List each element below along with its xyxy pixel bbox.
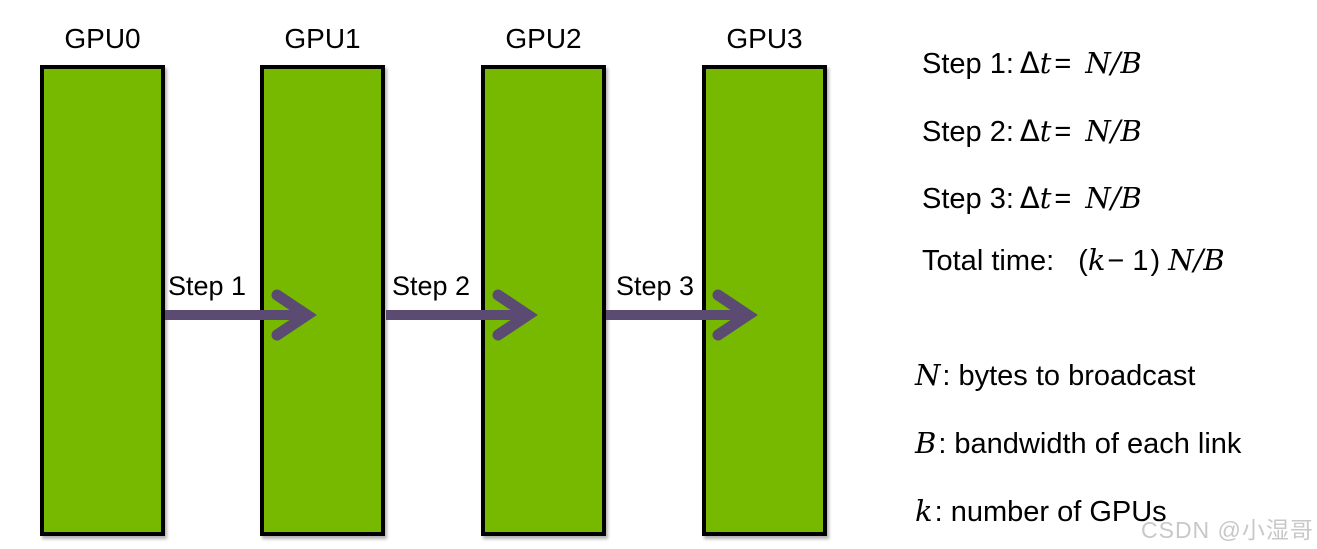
formula-total-time: Total time: (k− 1)N/B [922, 241, 1225, 280]
math-var-B: B [915, 426, 937, 460]
formula-label: Step 3: [922, 183, 1014, 215]
definition-k: k: number of GPUs [915, 492, 1167, 531]
arrow-right-icon [606, 289, 758, 341]
step3-label: Step 3 [616, 271, 695, 301]
formula-step2: Step 2:Δt= N/B [922, 112, 1142, 151]
math-var-N: N [915, 358, 941, 392]
delta-symbol: Δ [1019, 46, 1040, 80]
csdn-watermark: CSDN @小湿哥 [1141, 517, 1314, 543]
math-var-t: t [1039, 114, 1052, 148]
gpu1-label: GPU1 [284, 23, 361, 54]
math-var-k: k [915, 494, 933, 528]
step2-label: Step 2 [392, 271, 471, 301]
delta-symbol: Δ [1019, 114, 1040, 148]
step1-label: Step 1 [168, 271, 247, 301]
delta-symbol: Δ [1019, 181, 1040, 215]
gpu2-label: GPU2 [505, 23, 582, 54]
formula-label: Step 2: [922, 116, 1014, 148]
formula-label: Step 1: [922, 48, 1014, 80]
math-var-t: t [1039, 181, 1052, 215]
minus-one: − 1 [1107, 245, 1149, 277]
open-paren: ( [1078, 245, 1088, 277]
math-var-t: t [1039, 46, 1052, 80]
math-expr: N/B [1085, 181, 1142, 215]
equals-sign: = [1054, 48, 1072, 80]
gpu3-label: GPU3 [726, 23, 803, 54]
definition-text: : bandwidth of each link [938, 428, 1242, 460]
gpu0-label: GPU0 [64, 23, 141, 54]
math-expr: N/B [1085, 46, 1142, 80]
definition-text: : number of GPUs [934, 496, 1167, 528]
equals-sign: = [1054, 183, 1072, 215]
math-var-k: k [1087, 243, 1106, 277]
close-paren: ) [1150, 245, 1161, 277]
step2-arrow [386, 289, 538, 341]
definition-B: B: bandwidth of each link [915, 424, 1241, 463]
math-expr: N/B [1168, 243, 1225, 277]
arrow-right-icon [386, 289, 538, 341]
definition-N: N: bytes to broadcast [915, 356, 1195, 395]
step1-arrow [165, 289, 317, 341]
math-expr: N/B [1085, 114, 1142, 148]
formula-step3: Step 3:Δt= N/B [922, 179, 1142, 218]
gpu0-box [40, 65, 165, 536]
definition-text: : bytes to broadcast [942, 360, 1196, 392]
formula-step1: Step 1:Δt= N/B [922, 44, 1142, 83]
equals-sign: = [1054, 116, 1072, 148]
arrow-right-icon [165, 289, 317, 341]
formula-label: Total time: [922, 245, 1055, 277]
step3-arrow [606, 289, 758, 341]
